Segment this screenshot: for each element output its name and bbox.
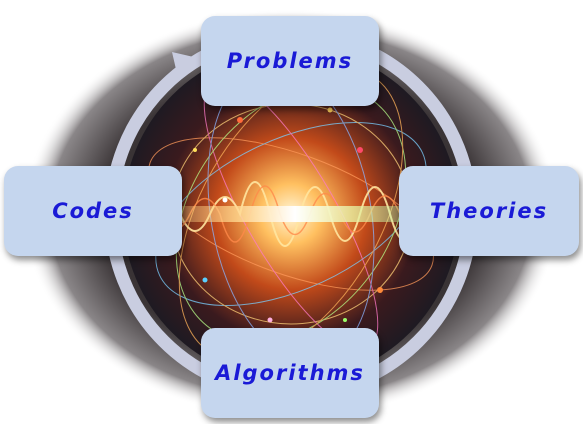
theories-label: Theories	[429, 199, 549, 223]
problems-box: Problems	[201, 16, 379, 106]
problems-label: Problems	[226, 49, 354, 73]
theories-box: Theories	[399, 166, 579, 256]
codes-box: Codes	[4, 166, 182, 256]
energy-beam	[150, 206, 440, 222]
algorithms-label: Algorithms	[215, 361, 365, 385]
codes-label: Codes	[52, 199, 134, 223]
algorithms-box: Algorithms	[201, 328, 379, 418]
energy-wave-2	[159, 185, 431, 243]
cycle-arrowhead	[172, 52, 198, 78]
